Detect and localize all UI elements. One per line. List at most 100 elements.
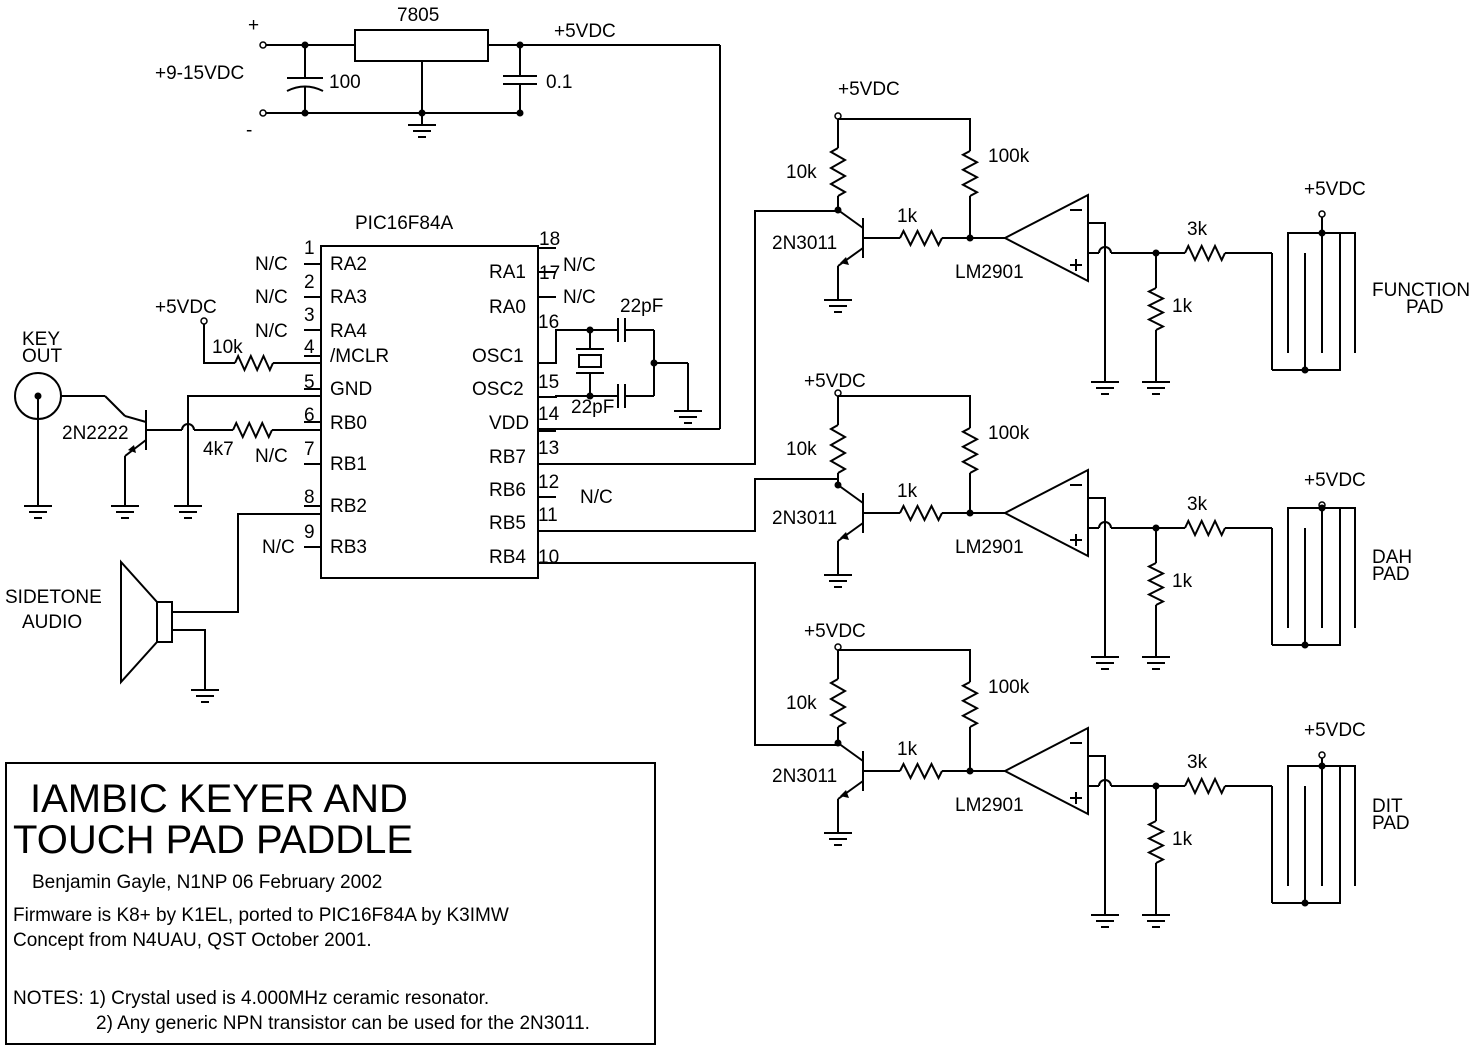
mcu-pin-nc-label: N/C bbox=[262, 537, 295, 558]
sidetone-label-line1: SIDETONE bbox=[5, 587, 102, 608]
note-line1: NOTES: 1) Crystal used is 4.000MHz ceram… bbox=[13, 988, 489, 1009]
title-line2: TOUCH PAD PADDLE bbox=[13, 818, 413, 862]
input-plus-terminal bbox=[259, 41, 267, 49]
mcu-pin-name: RB0 bbox=[330, 413, 367, 434]
series-resistor-label: 1k bbox=[897, 206, 918, 227]
pad-resistor-3k bbox=[1184, 776, 1226, 796]
mcu-pin-nc-label: N/C bbox=[255, 446, 288, 467]
concept-line: Concept from N4UAU, QST October 2001. bbox=[13, 930, 372, 951]
input-minus-label: - bbox=[246, 120, 252, 141]
pullup-resistor-100k bbox=[960, 681, 980, 728]
title-line1: IAMBIC KEYER AND bbox=[30, 777, 408, 821]
key-label-line2: OUT bbox=[22, 346, 63, 367]
mcu-pin-number: 14 bbox=[538, 404, 560, 425]
junction-dot bbox=[650, 359, 658, 367]
author-line: Benjamin Gayle, N1NP 06 February 2002 bbox=[32, 872, 382, 893]
mcu-pin-name: RA1 bbox=[489, 262, 526, 283]
regulator-7805-body bbox=[354, 29, 489, 62]
mcu-pin-number: 9 bbox=[304, 522, 315, 543]
pad-outer-finger bbox=[1272, 766, 1341, 904]
channel-vcc-label: +5VDC bbox=[838, 79, 900, 100]
feedback-wire bbox=[1088, 222, 1106, 260]
pad-ground-resistor-label: 1k bbox=[1172, 296, 1193, 317]
rb4-wire bbox=[538, 562, 838, 746]
mcu-pin-name: OSC2 bbox=[472, 379, 524, 400]
junction-dot bbox=[1301, 641, 1309, 649]
mcu-pin-number: 18 bbox=[539, 229, 560, 250]
pullup-rail bbox=[838, 118, 971, 151]
pad-outer-finger bbox=[1272, 233, 1341, 371]
pullup-resistor-100k bbox=[960, 150, 980, 197]
mcu-pin-name: RB1 bbox=[330, 454, 367, 475]
mcu-pin-nc-label: N/C bbox=[563, 255, 596, 276]
title-block-frame bbox=[5, 762, 656, 1045]
mcu-pin-number: 11 bbox=[538, 505, 558, 526]
mcu-pin-name: RA3 bbox=[330, 287, 367, 308]
pad-resistor-3k bbox=[1184, 518, 1226, 538]
mcu-pin-name: /MCLR bbox=[330, 346, 389, 367]
base-resistor-label: 10k bbox=[786, 162, 817, 183]
rb5-wire bbox=[538, 478, 838, 532]
mcu-name: PIC16F84A bbox=[355, 213, 454, 234]
mcu-pin-number: 16 bbox=[538, 312, 559, 333]
mcu-pin-name: RB2 bbox=[330, 496, 367, 517]
pullup-resistor-label: 100k bbox=[988, 423, 1030, 444]
mcu-pin-name: RB5 bbox=[489, 513, 526, 534]
mcu-pin-nc-label: N/C bbox=[255, 321, 288, 342]
transistor-label: 2N3011 bbox=[772, 766, 837, 787]
input-minus-terminal bbox=[259, 109, 267, 117]
mcu-pin-number: 8 bbox=[304, 487, 315, 508]
mcu-pin-number: 5 bbox=[304, 372, 315, 393]
input-voltage-label: +9-15VDC bbox=[155, 63, 244, 84]
pad-ground-resistor-1k bbox=[1146, 287, 1166, 331]
mcu-pin-name: RA0 bbox=[489, 297, 526, 318]
wire bbox=[837, 742, 864, 762]
mcu-pin-number: 12 bbox=[538, 472, 559, 493]
wire bbox=[837, 484, 864, 504]
junction-dot bbox=[966, 234, 974, 242]
mcu-pin-name: OSC1 bbox=[472, 346, 524, 367]
comparator-label: LM2901 bbox=[955, 795, 1024, 816]
feedback-wire bbox=[1088, 755, 1106, 793]
feedback-wire bbox=[1088, 497, 1106, 535]
mcu-pin-nc-label: N/C bbox=[255, 254, 288, 275]
emitter-arrow bbox=[128, 445, 136, 453]
pad-vcc-label: +5VDC bbox=[1304, 470, 1366, 491]
osc1-wire bbox=[538, 329, 590, 364]
wire bbox=[104, 395, 126, 417]
junction-dot bbox=[1301, 366, 1309, 374]
sidetone-wire bbox=[172, 513, 321, 613]
junction-dot bbox=[966, 509, 974, 517]
mcu-pin-number: 6 bbox=[304, 405, 315, 426]
mcu-pin-nc-label: N/C bbox=[580, 487, 613, 508]
series-resistor-1k bbox=[899, 503, 943, 523]
pullup-rail bbox=[838, 649, 971, 682]
speaker-ground-wire bbox=[172, 629, 206, 678]
pullup-resistor-label: 100k bbox=[988, 146, 1030, 167]
junction-dot bbox=[1318, 229, 1326, 237]
rb7-wire bbox=[538, 210, 838, 465]
lm2901-comparator bbox=[1002, 193, 1089, 283]
base-resistor-label: 4k7 bbox=[203, 439, 234, 460]
pad-name-line2: PAD bbox=[1372, 564, 1410, 585]
mcu-pin-name: RB6 bbox=[489, 480, 526, 501]
pad-ground-resistor-label: 1k bbox=[1172, 571, 1193, 592]
note-line2: 2) Any generic NPN transistor can be use… bbox=[96, 1013, 590, 1034]
mcu-pin-number: 10 bbox=[538, 547, 559, 568]
mcu-pin-name: RB7 bbox=[489, 447, 526, 468]
resonator-body bbox=[578, 354, 602, 368]
mcu-pin-nc-label: N/C bbox=[563, 287, 596, 308]
pad-ground-resistor-1k bbox=[1146, 562, 1166, 606]
channel-vcc-label: +5VDC bbox=[804, 621, 866, 642]
pad-ground-resistor-label: 1k bbox=[1172, 829, 1193, 850]
sidetone-label-line2: AUDIO bbox=[22, 612, 82, 633]
mcu-pin-number: 13 bbox=[538, 438, 559, 459]
pullup-resistor-label: 100k bbox=[988, 677, 1030, 698]
transistor-label: 2N3011 bbox=[772, 233, 837, 254]
mcu-pin-name: RB3 bbox=[330, 537, 367, 558]
pad-vcc-terminal bbox=[1318, 751, 1326, 759]
output-cap-label: 0.1 bbox=[546, 72, 572, 93]
regulator-label: 7805 bbox=[397, 5, 439, 26]
pad-ground-resistor-1k bbox=[1146, 820, 1166, 864]
pad-resistor-3k bbox=[1184, 243, 1226, 263]
